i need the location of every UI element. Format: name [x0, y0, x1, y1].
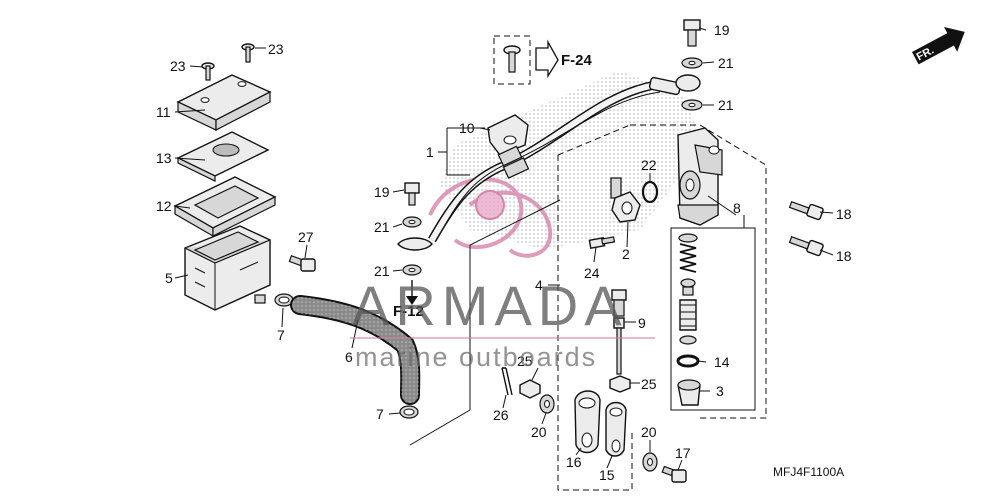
spring [678, 233, 698, 273]
callout-23: 23 [268, 41, 284, 57]
callout-17: 17 [675, 445, 691, 461]
washer-21-right-lower [681, 99, 703, 111]
joint-16 [574, 390, 601, 454]
callout-10: 10 [459, 120, 475, 136]
push-rod [611, 289, 627, 375]
piston [679, 299, 697, 331]
callout-8: 8 [733, 200, 741, 216]
nut-25-left [519, 379, 541, 399]
assembly-outline [557, 124, 767, 491]
circlip-14 [676, 354, 700, 368]
callout-7: 7 [376, 406, 384, 422]
master-cylinder [677, 127, 723, 226]
callout-5: 5 [165, 270, 173, 286]
washer-20-right [642, 452, 658, 472]
callout-19: 19 [714, 22, 730, 38]
hose-fitting-left [397, 237, 433, 251]
clamp-7-lower [399, 405, 419, 419]
callout-23: 23 [170, 58, 186, 74]
callout-24: 24 [584, 265, 600, 281]
callout-21: 21 [718, 97, 734, 113]
washer-21-left-lower [402, 264, 422, 276]
callout-9: 9 [638, 315, 646, 331]
callout-20: 20 [641, 424, 657, 440]
joint-15 [605, 401, 627, 457]
callout-18: 18 [836, 248, 852, 264]
watermark-emblem [428, 177, 553, 258]
washer-21-right-upper [681, 57, 703, 69]
ref-label-f12: F-12 [393, 303, 424, 320]
banjo-bolt-19-right [683, 19, 701, 47]
callout-25: 25 [641, 376, 657, 392]
boot-3 [677, 379, 701, 406]
nut-25-right [609, 375, 631, 393]
hose-clamp-10 [487, 114, 529, 156]
reservoir-plate [176, 131, 270, 182]
callout-labels: 23 23 11 13 12 5 27 7 6 7 10 1 19 21 21 … [156, 22, 852, 483]
ref-label-f24: F-24 [561, 52, 593, 69]
callout-12: 12 [156, 198, 172, 214]
piston-kit-box [670, 227, 756, 411]
watermark-brand: ARMADA [352, 274, 628, 337]
banjo-bolt-19-left [404, 182, 420, 206]
callout-11: 11 [156, 104, 171, 120]
front-direction-arrow: FR. [911, 27, 965, 65]
hose-sleeves [497, 145, 530, 179]
callout-14: 14 [714, 354, 730, 370]
callout-21: 21 [374, 263, 390, 279]
drawing-code: MFJ4F1100A [773, 465, 844, 479]
callout-7: 7 [277, 327, 285, 343]
cotter-pin-26 [501, 367, 513, 396]
clamp-7-upper [274, 293, 294, 307]
callout-19: 19 [374, 184, 390, 200]
piston-cup [680, 278, 696, 296]
callout-26: 26 [493, 407, 509, 423]
reservoir-cap [176, 74, 272, 131]
arrow-to-f12 [406, 280, 418, 305]
screw-23-b [241, 43, 255, 63]
callout-25: 25 [517, 353, 533, 369]
hose-fitting-right [675, 74, 701, 92]
leader-lines [174, 27, 834, 471]
callout-4: 4 [535, 277, 543, 293]
callout-13: 13 [156, 150, 172, 166]
washer-20-left [539, 394, 555, 414]
callout-21: 21 [374, 219, 390, 235]
callout-27: 27 [298, 229, 314, 245]
ref-box-f24 [493, 35, 559, 85]
callout-22: 22 [641, 157, 657, 173]
callout-6: 6 [345, 349, 353, 365]
bolt-17 [661, 465, 687, 483]
background-shading [440, 70, 700, 250]
watermark-tagline: marine outboards [355, 342, 597, 372]
callout-18: 18 [836, 206, 852, 222]
bolt-27 [288, 255, 316, 272]
callout-15: 15 [599, 467, 615, 483]
callout-21: 21 [718, 55, 734, 71]
joint-2 [610, 177, 641, 223]
callout-1: 1 [426, 144, 434, 160]
screw-24 [588, 236, 616, 249]
screw-23-a [201, 62, 215, 81]
bolt-18-upper [788, 200, 824, 221]
reservoir [184, 225, 271, 311]
reservoir-hose [290, 295, 421, 405]
callout-3: 3 [716, 383, 724, 399]
callout-20: 20 [531, 424, 547, 440]
callout-16: 16 [566, 454, 582, 470]
callout-2: 2 [622, 246, 630, 262]
reservoir-diaphragm [173, 176, 277, 238]
washer-21-left-upper [402, 216, 422, 228]
washer-piston [679, 335, 697, 345]
bolt-18-lower [788, 235, 824, 257]
